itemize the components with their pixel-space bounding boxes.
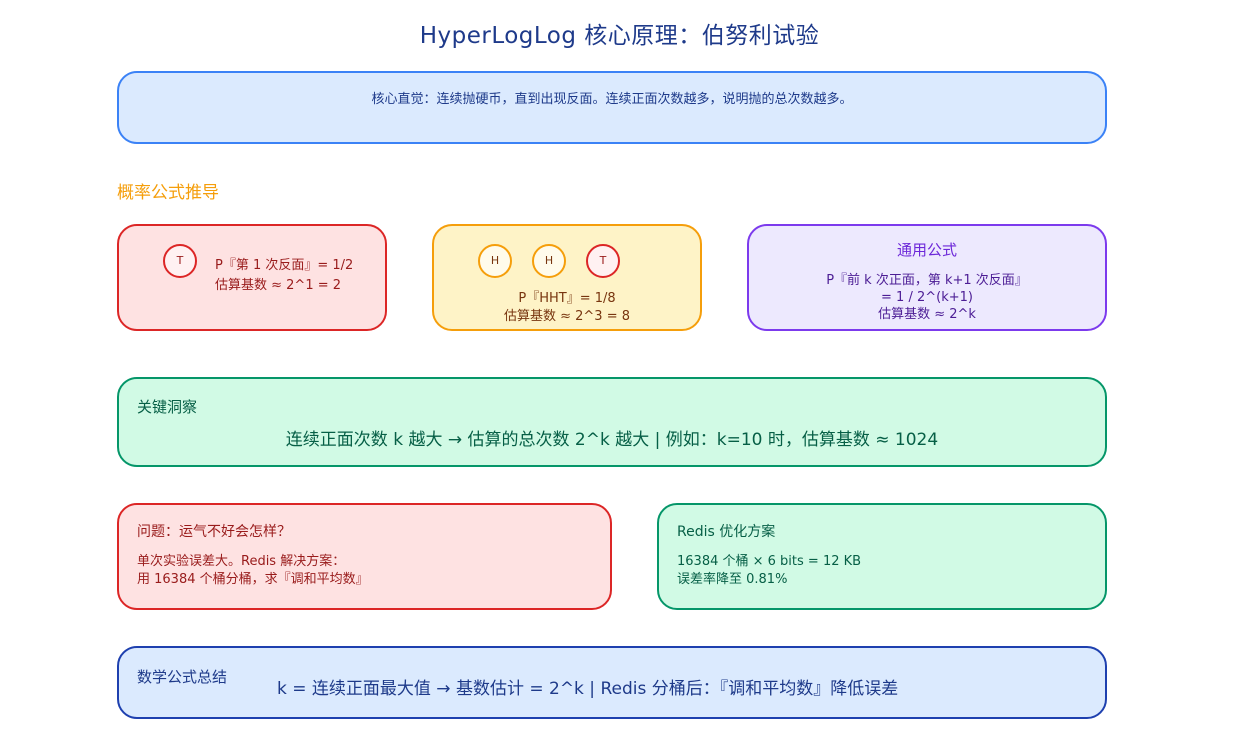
case-two-prob: P『HHT』= 1/8 — [518, 291, 616, 306]
summary-title: 数学公式总结 — [137, 668, 228, 686]
general-formula-line3: 估算基数 ≈ 2^k — [878, 307, 976, 322]
redis-line2: 误差率降至 0.81% — [677, 572, 788, 587]
general-formula-title: 通用公式 — [896, 241, 957, 259]
page-title: HyperLogLog 核心原理：伯努利试验 — [419, 23, 820, 49]
redis-box: Redis 优化方案 16384 个桶 × 6 bits = 12 KB 误差率… — [657, 503, 1107, 610]
problem-line2: 用 16384 个桶分桶，求『调和平均数』 — [137, 572, 369, 587]
coin-tails: T — [586, 244, 620, 278]
general-formula-line2: = 1 / 2^(k+1) — [881, 290, 973, 305]
summary-box: 数学公式总结 k = 连续正面最大值 → 基数估计 = 2^k | Redis … — [117, 646, 1107, 719]
problem-line1: 单次实验误差大。Redis 解决方案： — [137, 554, 346, 569]
general-formula-line1: P『前 k 次正面，第 k+1 次反面』 — [826, 273, 1028, 288]
intro-box: 核心直觉：连续抛硬币，直到出现反面。连续正面次数越多，说明抛的总次数越多。 — [117, 71, 1107, 144]
general-formula-box: 通用公式 P『前 k 次正面，第 k+1 次反面』 = 1 / 2^(k+1) … — [747, 224, 1107, 331]
case-one-prob: P『第 1 次反面』= 1/2 — [215, 258, 354, 273]
case-one-box: T P『第 1 次反面』= 1/2 估算基数 ≈ 2^1 = 2 — [117, 224, 387, 331]
problem-box: 问题：运气不好会怎样？ 单次实验误差大。Redis 解决方案： 用 16384 … — [117, 503, 612, 610]
problem-title: 问题：运气不好会怎样？ — [137, 524, 291, 540]
insight-text: 连续正面次数 k 越大 → 估算的总次数 2^k 越大 | 例如：k=10 时，… — [285, 430, 939, 450]
intro-text: 核心直觉：连续抛硬币，直到出现反面。连续正面次数越多，说明抛的总次数越多。 — [371, 92, 853, 107]
case-two-estimate: 估算基数 ≈ 2^3 = 8 — [503, 309, 631, 324]
case-two-box: H H T P『HHT』= 1/8 估算基数 ≈ 2^3 = 8 — [432, 224, 702, 331]
section-heading: 概率公式推导 — [117, 183, 219, 203]
summary-text: k = 连续正面最大值 → 基数估计 = 2^k | Redis 分桶后：『调和… — [277, 679, 899, 699]
redis-title: Redis 优化方案 — [677, 524, 776, 540]
case-one-estimate: 估算基数 ≈ 2^1 = 2 — [215, 278, 342, 293]
redis-line1: 16384 个桶 × 6 bits = 12 KB — [677, 554, 862, 569]
insight-title: 关键洞察 — [137, 398, 198, 416]
coin-heads: H — [532, 244, 566, 278]
insight-box: 关键洞察 连续正面次数 k 越大 → 估算的总次数 2^k 越大 | 例如：k=… — [117, 377, 1107, 467]
coin-heads: H — [478, 244, 512, 278]
coin-tails: T — [163, 244, 197, 278]
